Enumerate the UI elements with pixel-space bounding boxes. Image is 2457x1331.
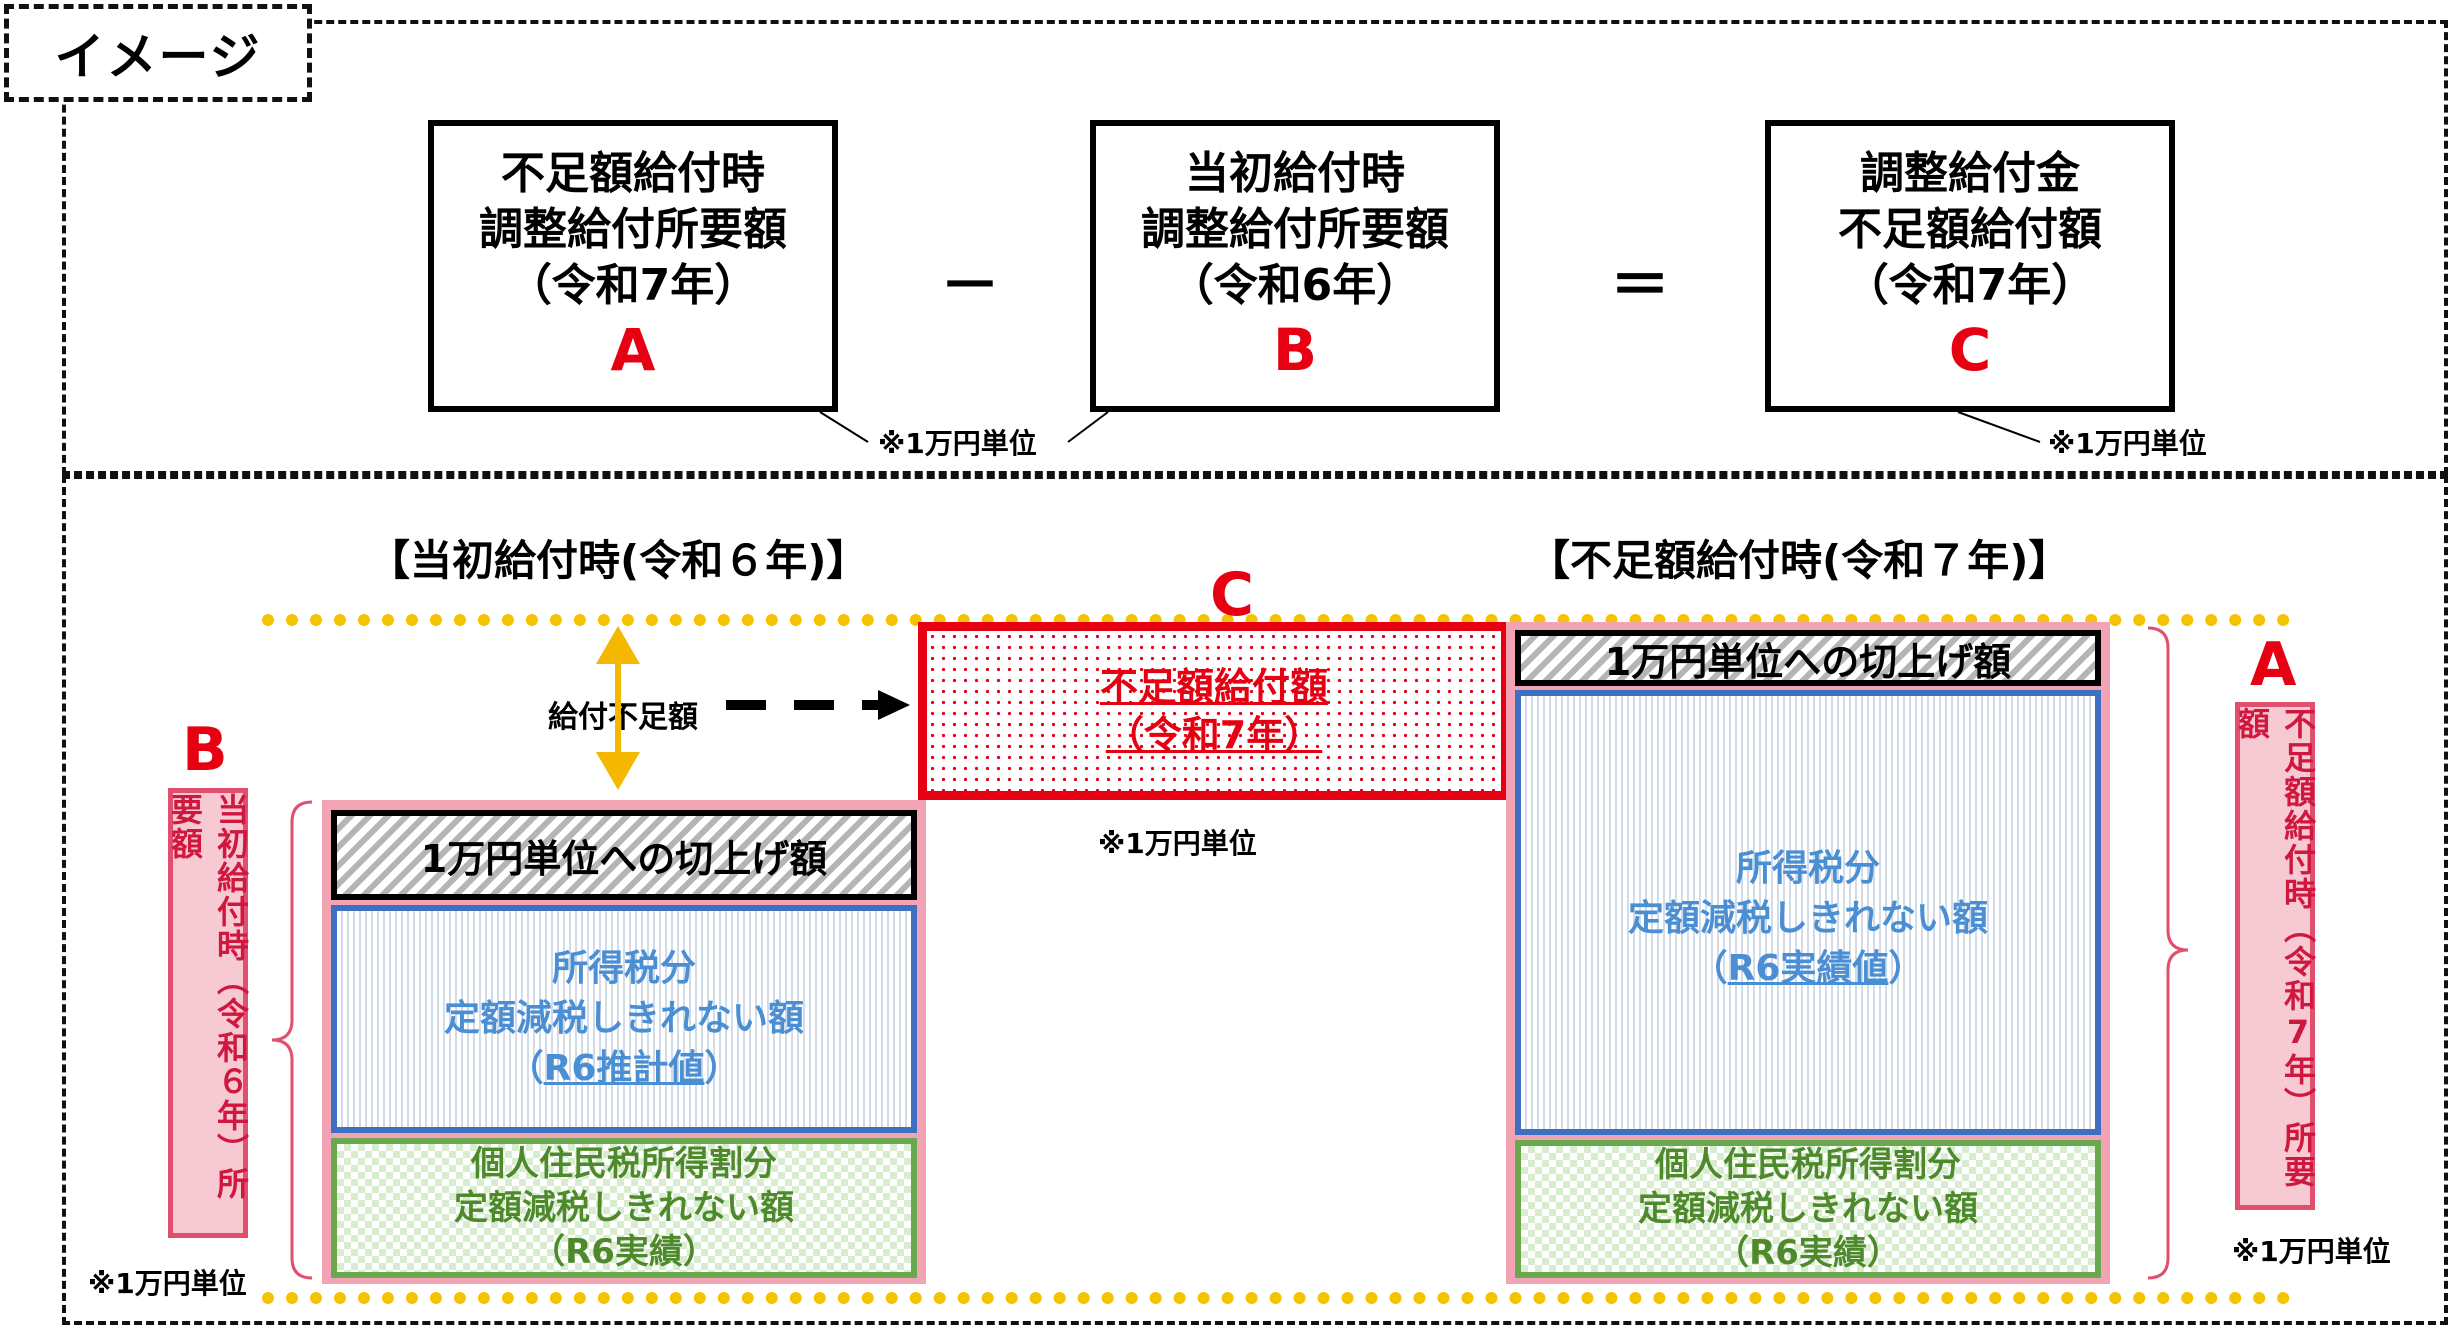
left-resident-line2: 定額減税しきれない額 <box>454 1188 794 1228</box>
diagram-section-frame <box>62 475 2448 1325</box>
note-callout-c <box>1957 411 2041 443</box>
formula-box-c: 調整給付金 不足額給付額 （令和7年） C <box>1765 120 2175 412</box>
brace-left <box>271 800 313 1280</box>
box-b-line2: 調整給付所要額 <box>1141 204 1449 255</box>
note-callout-a <box>819 411 869 443</box>
right-roundup-block: 1万円単位への切上げ額 <box>1515 630 2101 686</box>
center-box-line2: （令和7年） <box>1105 713 1323 757</box>
box-a-line2: 調整給付所要額 <box>479 204 787 255</box>
left-income-paren-open: （ <box>507 1048 544 1089</box>
left-income-link[interactable]: R6推計値 <box>543 1048 705 1089</box>
right-income-paren-open: （ <box>1691 948 1728 989</box>
left-income-line3: （R6推計値） <box>508 1044 741 1094</box>
minus-operator: － <box>940 250 1000 321</box>
shortfall-arrow-down <box>596 752 640 790</box>
left-income-tax-block: 所得税分 定額減税しきれない額 （R6推計値） <box>331 905 917 1133</box>
left-resident-line3: （R6実績） <box>531 1232 717 1272</box>
letter-b: B <box>182 715 228 785</box>
equals-operator: ＝ <box>1610 250 1670 321</box>
formula-note-2: ※1万円単位 <box>2048 427 2207 460</box>
center-box-line1: 不足額給付額 <box>1099 665 1328 709</box>
section-title-right: 【不足額給付時(令和７年)】 <box>1528 536 2071 585</box>
left-roundup-block: 1万円単位への切上げ額 <box>331 810 917 900</box>
right-income-line3: （R6実績値） <box>1692 944 1925 994</box>
letter-c: C <box>1210 560 1255 630</box>
right-income-tax-block: 所得税分 定額減税しきれない額 （R6実績値） <box>1515 690 2101 1135</box>
right-roundup-text: 1万円単位への切上げ額 <box>1604 639 2012 684</box>
right-income-link[interactable]: R6実績値 <box>1727 948 1889 989</box>
image-title: イメージ <box>54 28 262 86</box>
shortfall-amount-box: 不足額給付額 （令和7年） <box>918 622 1510 800</box>
brace-right <box>2147 626 2189 1280</box>
left-income-paren-close: ） <box>704 1048 741 1089</box>
label-b: 当初給付時（令和６年）所要額 <box>166 788 250 1238</box>
box-a-letter: A <box>610 316 656 384</box>
box-c-line1: 調整給付金 <box>1860 148 2080 199</box>
note-callout-b <box>1067 411 1109 443</box>
left-resident-tax-block: 個人住民税所得割分 定額減税しきれない額 （R6実績） <box>331 1138 917 1278</box>
left-resident-line1: 個人住民税所得割分 <box>471 1144 777 1184</box>
formula-section-frame <box>62 20 2448 475</box>
right-resident-line1: 個人住民税所得割分 <box>1655 1145 1961 1185</box>
label-a: 不足額給付時（令和7年）所要額 <box>2233 702 2317 1210</box>
section-title-left: 【当初給付時(令和６年)】 <box>368 536 869 585</box>
left-income-line2: 定額減税しきれない額 <box>443 998 804 1039</box>
shortfall-pointer-head <box>878 690 910 720</box>
formula-box-a: 不足額給付時 調整給付所要額 （令和7年） A <box>428 120 838 412</box>
box-b-line3: （令和6年） <box>1169 260 1421 311</box>
image-title-tab: イメージ <box>4 4 312 102</box>
box-c-letter: C <box>1948 316 1992 384</box>
right-income-line2: 定額減税しきれない額 <box>1627 898 1988 939</box>
formula-note-1: ※1万円単位 <box>878 427 1037 460</box>
left-roundup-text: 1万円単位への切上げ額 <box>420 836 828 881</box>
right-unit-note: ※1万円単位 <box>2232 1235 2391 1268</box>
right-income-line1: 所得税分 <box>1735 848 1880 889</box>
box-b-letter: B <box>1272 316 1318 384</box>
right-resident-line2: 定額減税しきれない額 <box>1638 1189 1978 1229</box>
box-b-line1: 当初給付時 <box>1185 148 1405 199</box>
bottom-level-line <box>262 1292 2290 1304</box>
box-c-line3: （令和7年） <box>1844 260 2096 311</box>
right-income-paren-close: ） <box>1888 948 1925 989</box>
center-unit-note: ※1万円単位 <box>1098 827 1257 860</box>
letter-a: A <box>2250 630 2297 700</box>
shortfall-label: 給付不足額 <box>548 700 698 735</box>
left-unit-note: ※1万円単位 <box>88 1267 247 1300</box>
box-a-line1: 不足額給付時 <box>501 148 765 199</box>
right-resident-tax-block: 個人住民税所得割分 定額減税しきれない額 （R6実績） <box>1515 1140 2101 1278</box>
box-c-line2: 不足額給付額 <box>1838 204 2102 255</box>
shortfall-arrow-up <box>596 626 640 664</box>
box-a-line3: （令和7年） <box>507 260 759 311</box>
right-resident-line3: （R6実績） <box>1715 1233 1901 1273</box>
formula-box-b: 当初給付時 調整給付所要額 （令和6年） B <box>1090 120 1500 412</box>
left-income-line1: 所得税分 <box>551 948 696 989</box>
